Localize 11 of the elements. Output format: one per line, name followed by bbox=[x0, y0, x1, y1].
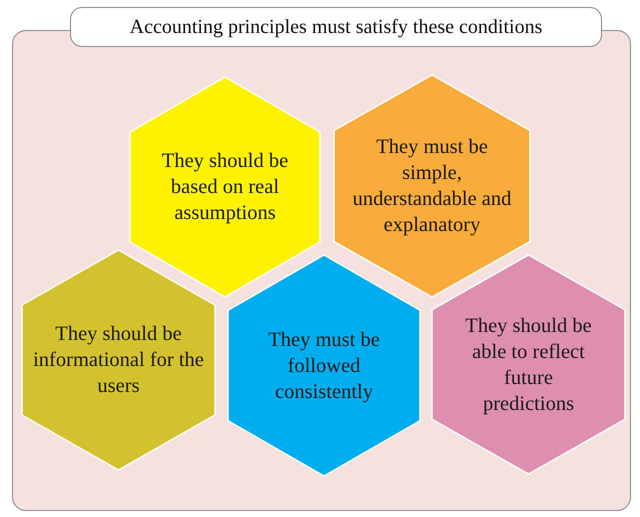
hexagon bbox=[130, 77, 320, 297]
hexagon-text: They must be followed consistently bbox=[267, 328, 381, 404]
hexagon bbox=[432, 255, 625, 474]
hexagon-text: They should be able to reflect future predictions bbox=[464, 314, 593, 416]
title-banner: Accounting principles must satisfy these conditions bbox=[70, 7, 602, 47]
hexagon bbox=[334, 75, 530, 297]
hexagon-text: They should be based on real assumptions bbox=[160, 149, 290, 226]
hexagon-text: They must be simple, understandable and explanatory bbox=[352, 135, 512, 238]
hexagon bbox=[228, 255, 420, 476]
hexagon-text: They should be informational for the users bbox=[32, 322, 205, 399]
hexagon bbox=[22, 250, 215, 470]
